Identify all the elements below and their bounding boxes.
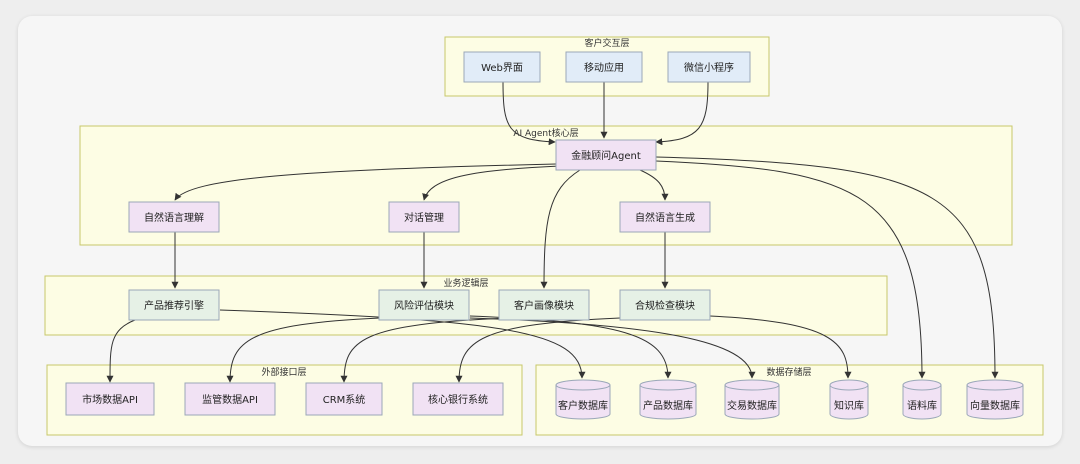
node-reg-api[interactable]: 监管数据API xyxy=(184,382,276,416)
node-compliance[interactable]: 合规检查模块 xyxy=(619,289,711,321)
db-trade[interactable]: 交易数据库 xyxy=(724,379,780,420)
node-risk[interactable]: 风险评估模块 xyxy=(378,289,470,321)
layer-client-title: 客户交互层 xyxy=(584,37,629,49)
db-product-label: 产品数据库 xyxy=(643,399,693,412)
node-risk-label: 风险评估模块 xyxy=(394,299,454,312)
node-mobile[interactable]: 移动应用 xyxy=(565,51,643,83)
db-customer[interactable]: 客户数据库 xyxy=(555,379,611,420)
node-recommend-label: 产品推荐引擎 xyxy=(144,299,204,312)
node-portrait[interactable]: 客户画像模块 xyxy=(498,289,590,321)
node-compliance-label: 合规检查模块 xyxy=(635,299,695,312)
db-corpus[interactable]: 语料库 xyxy=(902,379,942,420)
node-reg-api-label: 监管数据API xyxy=(202,393,258,406)
layer-storage: 数据存储层 xyxy=(535,364,1044,436)
db-knowledge-label: 知识库 xyxy=(834,399,864,412)
node-core-bank-label: 核心银行系统 xyxy=(428,393,488,406)
node-dialog[interactable]: 对话管理 xyxy=(388,201,460,233)
layer-core: AI Agent核心层 xyxy=(79,125,1013,246)
node-market-api[interactable]: 市场数据API xyxy=(65,382,155,416)
node-nlg[interactable]: 自然语言生成 xyxy=(619,201,711,233)
node-dialog-label: 对话管理 xyxy=(404,211,444,224)
layer-external-title: 外部接口层 xyxy=(261,366,306,378)
node-miniprogram-label: 微信小程序 xyxy=(684,61,734,74)
node-web[interactable]: Web界面 xyxy=(463,51,541,83)
node-mobile-label: 移动应用 xyxy=(584,61,624,74)
node-crm[interactable]: CRM系统 xyxy=(305,382,383,416)
layer-core-title: AI Agent核心层 xyxy=(513,127,578,139)
node-miniprogram[interactable]: 微信小程序 xyxy=(667,51,751,83)
db-trade-label: 交易数据库 xyxy=(727,399,777,412)
db-corpus-label: 语料库 xyxy=(907,399,937,412)
db-vector[interactable]: 向量数据库 xyxy=(966,379,1024,420)
db-customer-label: 客户数据库 xyxy=(558,399,608,412)
node-web-label: Web界面 xyxy=(481,62,523,74)
db-vector-label: 向量数据库 xyxy=(970,399,1020,412)
node-agent[interactable]: 金融顾问Agent xyxy=(555,139,657,171)
node-portrait-label: 客户画像模块 xyxy=(514,299,574,312)
node-core-bank[interactable]: 核心银行系统 xyxy=(412,382,504,416)
db-knowledge[interactable]: 知识库 xyxy=(829,379,869,420)
node-recommend[interactable]: 产品推荐引擎 xyxy=(128,289,220,321)
node-agent-label: 金融顾问Agent xyxy=(571,149,641,162)
node-nlu-label: 自然语言理解 xyxy=(144,211,204,224)
layer-business-title: 业务逻辑层 xyxy=(443,277,488,289)
node-crm-label: CRM系统 xyxy=(323,393,366,406)
node-nlu[interactable]: 自然语言理解 xyxy=(128,201,220,233)
db-product[interactable]: 产品数据库 xyxy=(639,379,697,420)
node-market-api-label: 市场数据API xyxy=(82,393,138,406)
edges xyxy=(106,81,999,383)
node-nlg-label: 自然语言生成 xyxy=(635,211,695,224)
layer-storage-title: 数据存储层 xyxy=(766,366,811,378)
